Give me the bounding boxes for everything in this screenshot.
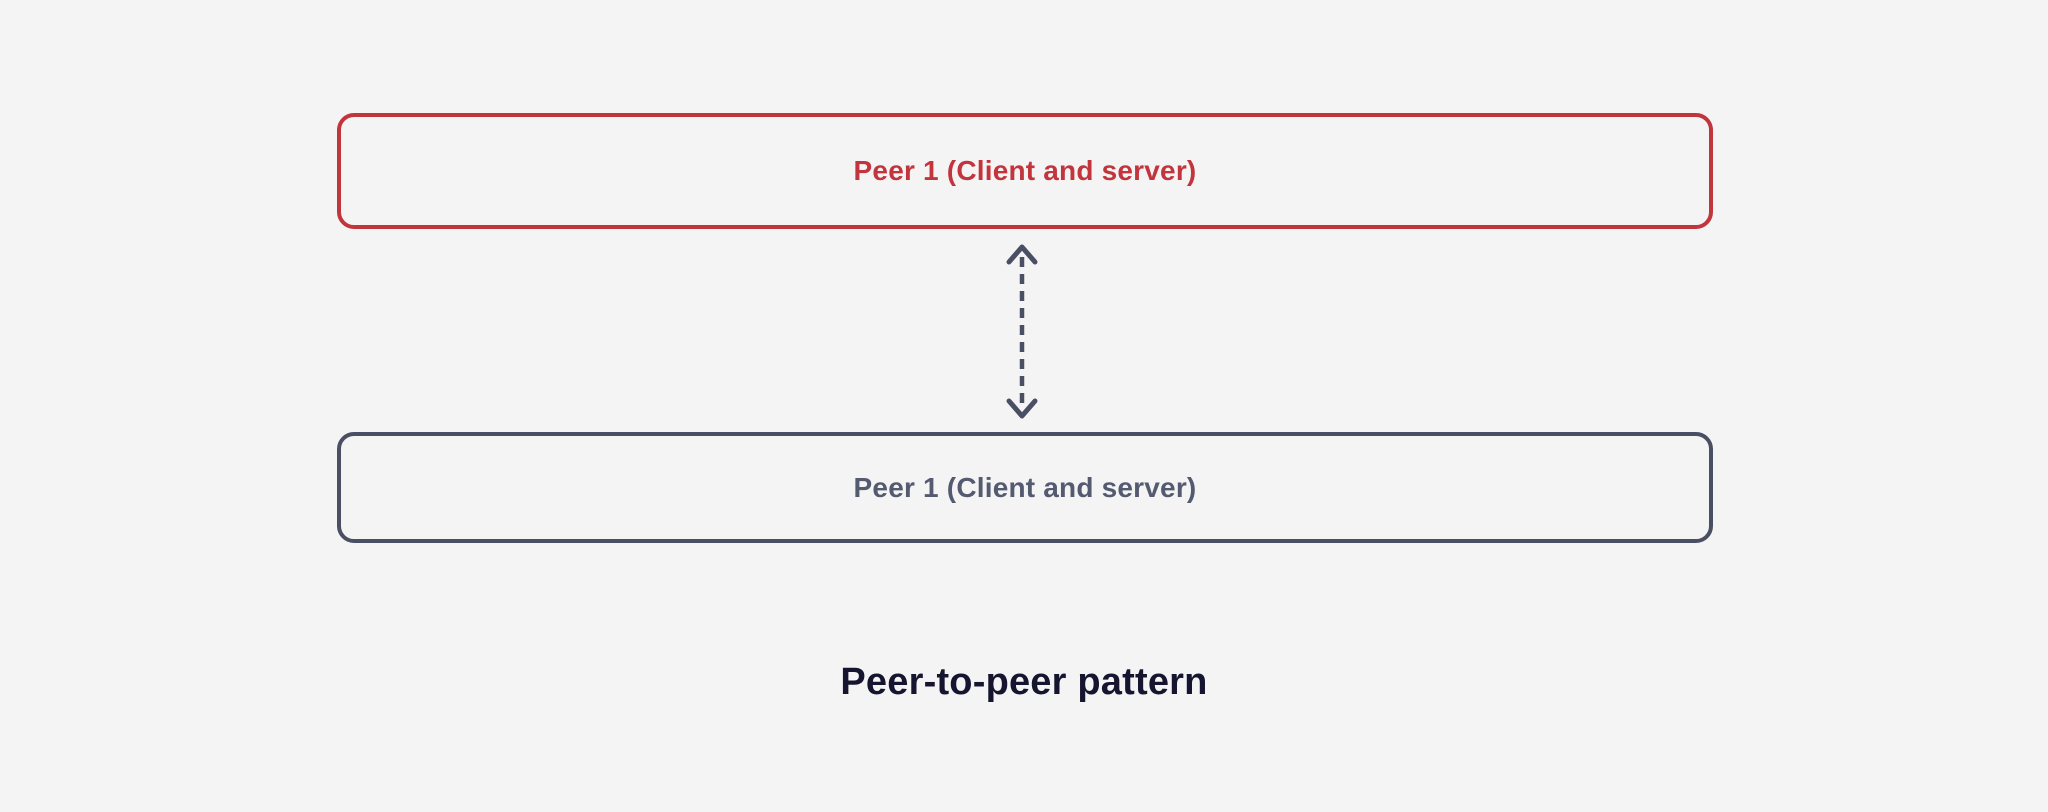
diagram-caption: Peer-to-peer pattern — [840, 661, 1208, 703]
peer-box-bottom-label: Peer 1 (Client and server) — [853, 471, 1197, 503]
peer-box-top-label: Peer 1 (Client and server) — [853, 155, 1197, 186]
bidirectional-dashed-arrow-icon — [1006, 244, 1038, 419]
peer-box-bottom: Peer 1 (Client and server) — [337, 432, 1713, 543]
peer-box-top: Peer 1 (Client and server) — [337, 113, 1713, 229]
